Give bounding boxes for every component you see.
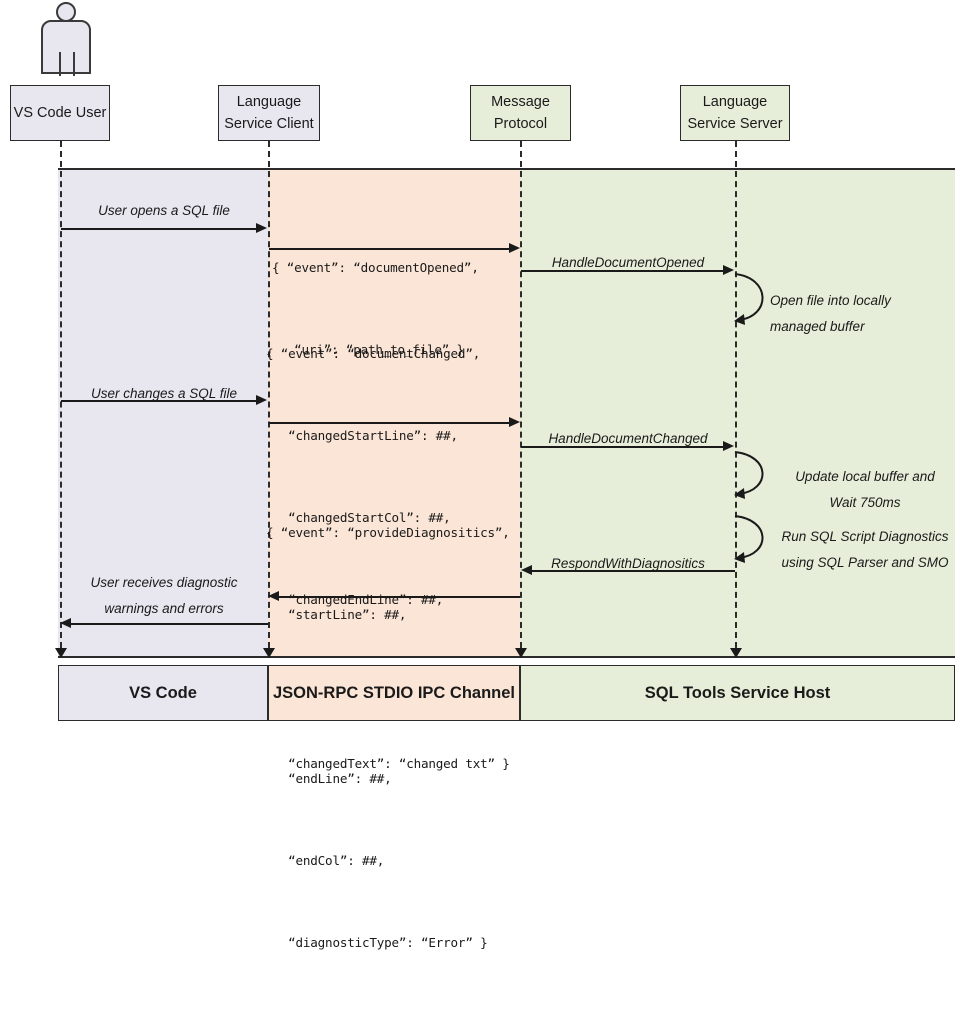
json-line: “changedEndLine”: ##, xyxy=(266,591,444,607)
json-line: “changedStartCol”: ##, xyxy=(266,509,451,525)
arrow-respond-with-diagnostics xyxy=(531,570,735,572)
actor-body xyxy=(41,20,91,76)
json-line: “uri”: “path_to_file” } xyxy=(272,341,464,357)
lifeline-language-service-server xyxy=(735,141,737,658)
footer-cell-vs-code[interactable]: VS Code xyxy=(58,665,268,721)
message-label-handle-document-changed: HandleDocumentChanged xyxy=(521,426,735,452)
json-line: { “event”: “provideDiagnositics”, xyxy=(266,524,510,540)
json-line: “diagnosticType”: “Error” } xyxy=(266,934,488,950)
lifeline-end-arrow-vs-code-user xyxy=(55,648,67,658)
participant-label-line-2: Service Server xyxy=(687,116,783,132)
band-vs-code xyxy=(58,170,268,658)
json-message-document-opened: { “event”: “documentOpened”, “uri”: “pat… xyxy=(272,199,520,418)
band-json-rpc xyxy=(268,170,520,658)
participant-label-line-1: Language xyxy=(702,93,768,110)
note-line-1: Open file into locally xyxy=(770,293,891,308)
label-line-1: User changes a SQL file xyxy=(90,386,238,401)
arrow-head-diagnostics-to-client xyxy=(268,591,279,601)
label-line-1: User opens a SQL file xyxy=(98,203,230,218)
self-note-update-buffer-wait: Update local buffer and Wait 750ms xyxy=(770,464,960,517)
footer-cell-json-rpc[interactable]: JSON-RPC STDIO IPC Channel xyxy=(268,665,520,721)
lifeline-message-protocol xyxy=(520,141,522,658)
message-label-handle-document-opened: HandleDocumentOpened xyxy=(521,250,735,276)
band-top-rail xyxy=(58,168,955,171)
participant-label-line-1: Language xyxy=(236,93,302,110)
message-label-respond-with-diagnostics: RespondWithDiagnositics xyxy=(521,551,735,577)
actor-leg-left xyxy=(59,52,61,76)
arrow-diagnostics-to-client xyxy=(278,596,520,598)
json-line: “changedStartLine”: ##, xyxy=(266,427,458,443)
message-label-user-receives-diagnostics: User receives diagnostic warnings and er… xyxy=(60,570,268,621)
note-line-2: managed buffer xyxy=(770,319,865,335)
participant-label-line-2: Service Client xyxy=(224,116,314,132)
arrow-head-handle-document-changed xyxy=(723,441,734,451)
self-note-open-file-buffer: Open file into locally managed buffer xyxy=(770,288,960,341)
self-note-run-diagnostics: Run SQL Script Diagnostics using SQL Par… xyxy=(770,524,960,577)
arrow-handle-document-opened xyxy=(521,270,724,272)
arrow-head-user-changes-file xyxy=(256,395,267,405)
arrow-head-user-opens-file xyxy=(256,223,267,233)
arrow-user-changes-file xyxy=(61,400,257,402)
lifeline-end-arrow-protocol xyxy=(515,648,527,658)
note-line-1: Run SQL Script Diagnostics xyxy=(781,529,949,544)
footer-label-json-rpc: JSON-RPC STDIO IPC Channel xyxy=(272,683,516,702)
actor-head xyxy=(56,2,76,22)
arrow-head-handle-document-opened xyxy=(723,265,734,275)
participant-language-service-server[interactable]: Language Service Server xyxy=(680,85,790,141)
arrow-head-respond-with-diagnostics xyxy=(521,565,532,575)
band-bottom-rail xyxy=(58,656,955,659)
footer-cell-sql-tools-host[interactable]: SQL Tools Service Host xyxy=(520,665,955,721)
actor-leg-right xyxy=(73,52,75,76)
lifeline-end-arrow-server xyxy=(730,648,742,658)
label-line-1: HandleDocumentChanged xyxy=(548,431,708,446)
arrow-head-user-receives-diagnostics xyxy=(60,618,71,628)
participant-language-service-client[interactable]: Language Service Client xyxy=(218,85,320,141)
lifeline-end-arrow-client xyxy=(263,648,275,658)
lifeline-vs-code-user xyxy=(60,141,62,658)
message-label-user-changes-file: User changes a SQL file xyxy=(60,381,268,407)
json-line: { “event”: “documentOpened”, xyxy=(272,259,479,275)
arrow-user-receives-diagnostics xyxy=(70,623,268,625)
json-message-provide-diagnostics: { “event”: “provideDiagnositics”, “start… xyxy=(266,464,520,1011)
self-loop-update-buffer-wait xyxy=(734,451,764,499)
note-line-2: Wait 750ms xyxy=(829,495,901,511)
arrow-head-document-changed xyxy=(509,417,520,427)
note-line-2: using SQL Parser and SMO xyxy=(781,555,949,571)
arrow-head-document-opened xyxy=(509,243,520,253)
note-line-1: Update local buffer and xyxy=(795,469,935,484)
json-line: “endLine”: ##, xyxy=(266,770,392,786)
sequence-diagram-canvas: VS Code User Language Service Client Mes… xyxy=(10,2,960,950)
actor-person-icon xyxy=(38,2,94,76)
participant-message-protocol[interactable]: Message Protocol xyxy=(470,85,571,141)
label-line-1: User receives diagnostic xyxy=(90,575,238,590)
lifeline-language-service-client xyxy=(268,141,270,658)
footer-label-sql-tools-host: SQL Tools Service Host xyxy=(644,683,831,702)
participant-label-line-1: VS Code User xyxy=(13,104,107,121)
participant-label-line-1: Message xyxy=(491,93,550,110)
json-line: { “event”: “documentChanged”, xyxy=(266,345,481,361)
arrow-user-opens-file xyxy=(61,228,257,230)
participant-label-line-2: Protocol xyxy=(493,116,548,132)
band-sql-tools-host xyxy=(520,170,955,658)
label-line-1: RespondWithDiagnositics xyxy=(551,556,705,571)
label-line-1: HandleDocumentOpened xyxy=(551,255,705,270)
arrow-document-opened-to-protocol xyxy=(269,248,515,250)
label-line-2: warnings and errors xyxy=(104,600,224,616)
json-line: “endCol”: ##, xyxy=(266,852,385,868)
arrow-handle-document-changed xyxy=(521,446,724,448)
arrow-document-changed-to-protocol xyxy=(269,422,515,424)
self-loop-open-file-buffer xyxy=(734,273,764,325)
message-label-user-opens-file: User opens a SQL file xyxy=(60,198,268,224)
participant-vs-code-user[interactable]: VS Code User xyxy=(10,85,110,141)
self-loop-run-diagnostics xyxy=(734,515,764,563)
json-line: “startLine”: ##, xyxy=(266,606,407,622)
footer-label-vs-code: VS Code xyxy=(129,683,197,702)
